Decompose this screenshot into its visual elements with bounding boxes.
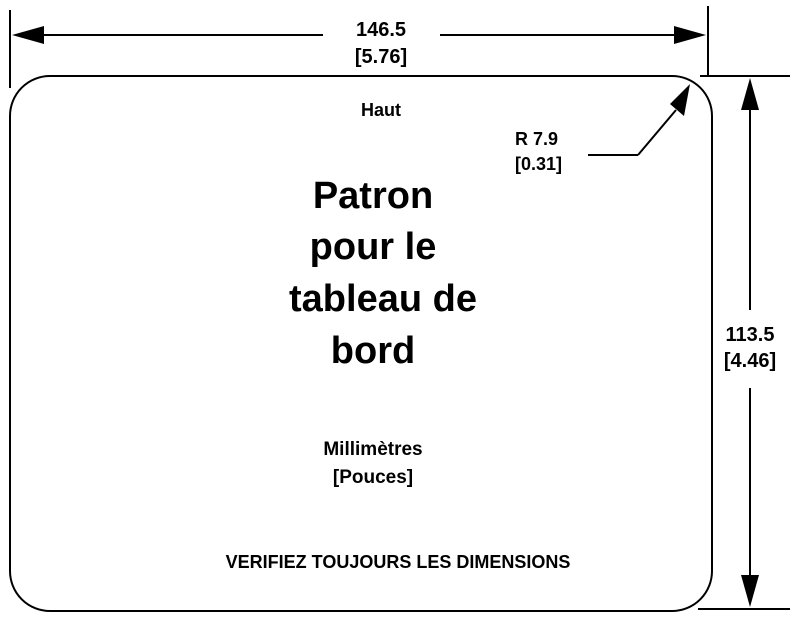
top-label: Haut xyxy=(361,100,401,120)
units-line-2: [Pouces] xyxy=(333,467,413,488)
title-line-4: bord xyxy=(331,330,415,372)
verify-dimensions-warning: VERIFIEZ TOUJOURS LES DIMENSIONS xyxy=(226,552,571,572)
width-mm-label: 146.5 xyxy=(356,19,406,41)
title-line-3: tableau de xyxy=(289,278,477,320)
template-outline xyxy=(9,75,713,612)
width-in-label: [5.76] xyxy=(355,46,407,68)
radius-in-label: [0.31] xyxy=(515,154,562,174)
radius-mm-label: R 7.9 xyxy=(515,129,558,149)
height-arrow-top xyxy=(741,78,759,110)
radius-leader-arrow xyxy=(670,84,690,116)
title-line-2: pour le xyxy=(310,226,437,268)
units-line-1: Millimètres xyxy=(323,439,422,460)
height-arrow-bottom xyxy=(741,575,759,607)
title-line-1: Patron xyxy=(313,175,433,217)
width-arrow-left xyxy=(12,26,44,44)
radius-leader-diagonal xyxy=(637,109,677,156)
width-arrow-right xyxy=(674,26,706,44)
height-in-label: [4.46] xyxy=(724,350,776,372)
height-mm-label: 113.5 xyxy=(726,324,775,346)
